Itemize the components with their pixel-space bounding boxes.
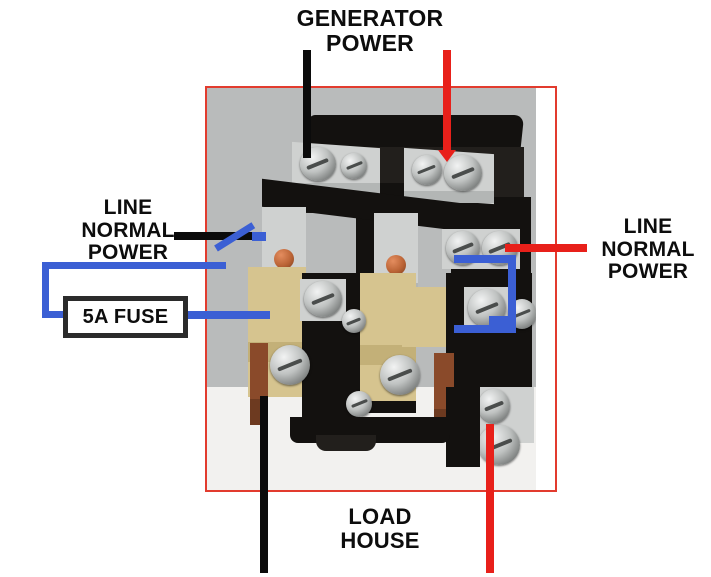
fuse-blue-run-into-fuse — [42, 311, 72, 318]
generator-power-red-lead — [443, 50, 451, 155]
screw-lower-right-b — [478, 425, 520, 465]
relay-lower-right-body — [446, 387, 480, 467]
load-house-black-lead — [260, 396, 268, 573]
fuse-box[interactable]: 5A FUSE — [63, 296, 188, 338]
screw-coil-left — [304, 281, 342, 317]
label-line-normal-power-left: LINE NORMAL POWER — [81, 196, 175, 265]
screw-center-pin — [342, 309, 366, 333]
rivet-left — [274, 249, 294, 269]
fuse-blue-run-left-vertical — [42, 262, 49, 318]
fuse-blue-terminal-tip-left — [252, 232, 266, 241]
label-load-house: LOAD HOUSE — [340, 504, 420, 553]
fuse-blue-terminal-tip-right — [489, 316, 511, 325]
screw-upper-left-b — [341, 153, 367, 179]
screw-load-center-small — [346, 391, 372, 417]
generator-power-red-arrowhead — [438, 150, 456, 162]
fuse-blue-run-out — [182, 311, 270, 319]
relay-base-foot — [316, 435, 376, 451]
label-line-normal-power-right: LINE NORMAL POWER — [601, 215, 695, 284]
load-house-red-lead — [486, 424, 494, 573]
fuse-blue-run-top — [42, 262, 226, 269]
label-generator-power: GENERATOR POWER — [296, 5, 444, 56]
screw-load-left — [270, 345, 310, 385]
contactor-photo — [206, 87, 536, 492]
fuse-blue-right-bottom — [454, 325, 514, 333]
line-normal-power-left-black-lead — [174, 232, 258, 240]
screw-upper-right-a — [412, 155, 442, 185]
generator-power-black-lead — [303, 50, 311, 158]
line-normal-power-right-red-lead — [505, 244, 587, 252]
rivet-center — [386, 255, 406, 275]
screw-load-center — [380, 355, 420, 395]
fuse-label: 5A FUSE — [82, 305, 169, 328]
fuse-blue-right-vertical — [508, 255, 516, 333]
screw-lower-right-a — [478, 389, 510, 423]
coil-frame-right — [402, 287, 454, 347]
fuse-blue-right-top — [454, 255, 514, 263]
